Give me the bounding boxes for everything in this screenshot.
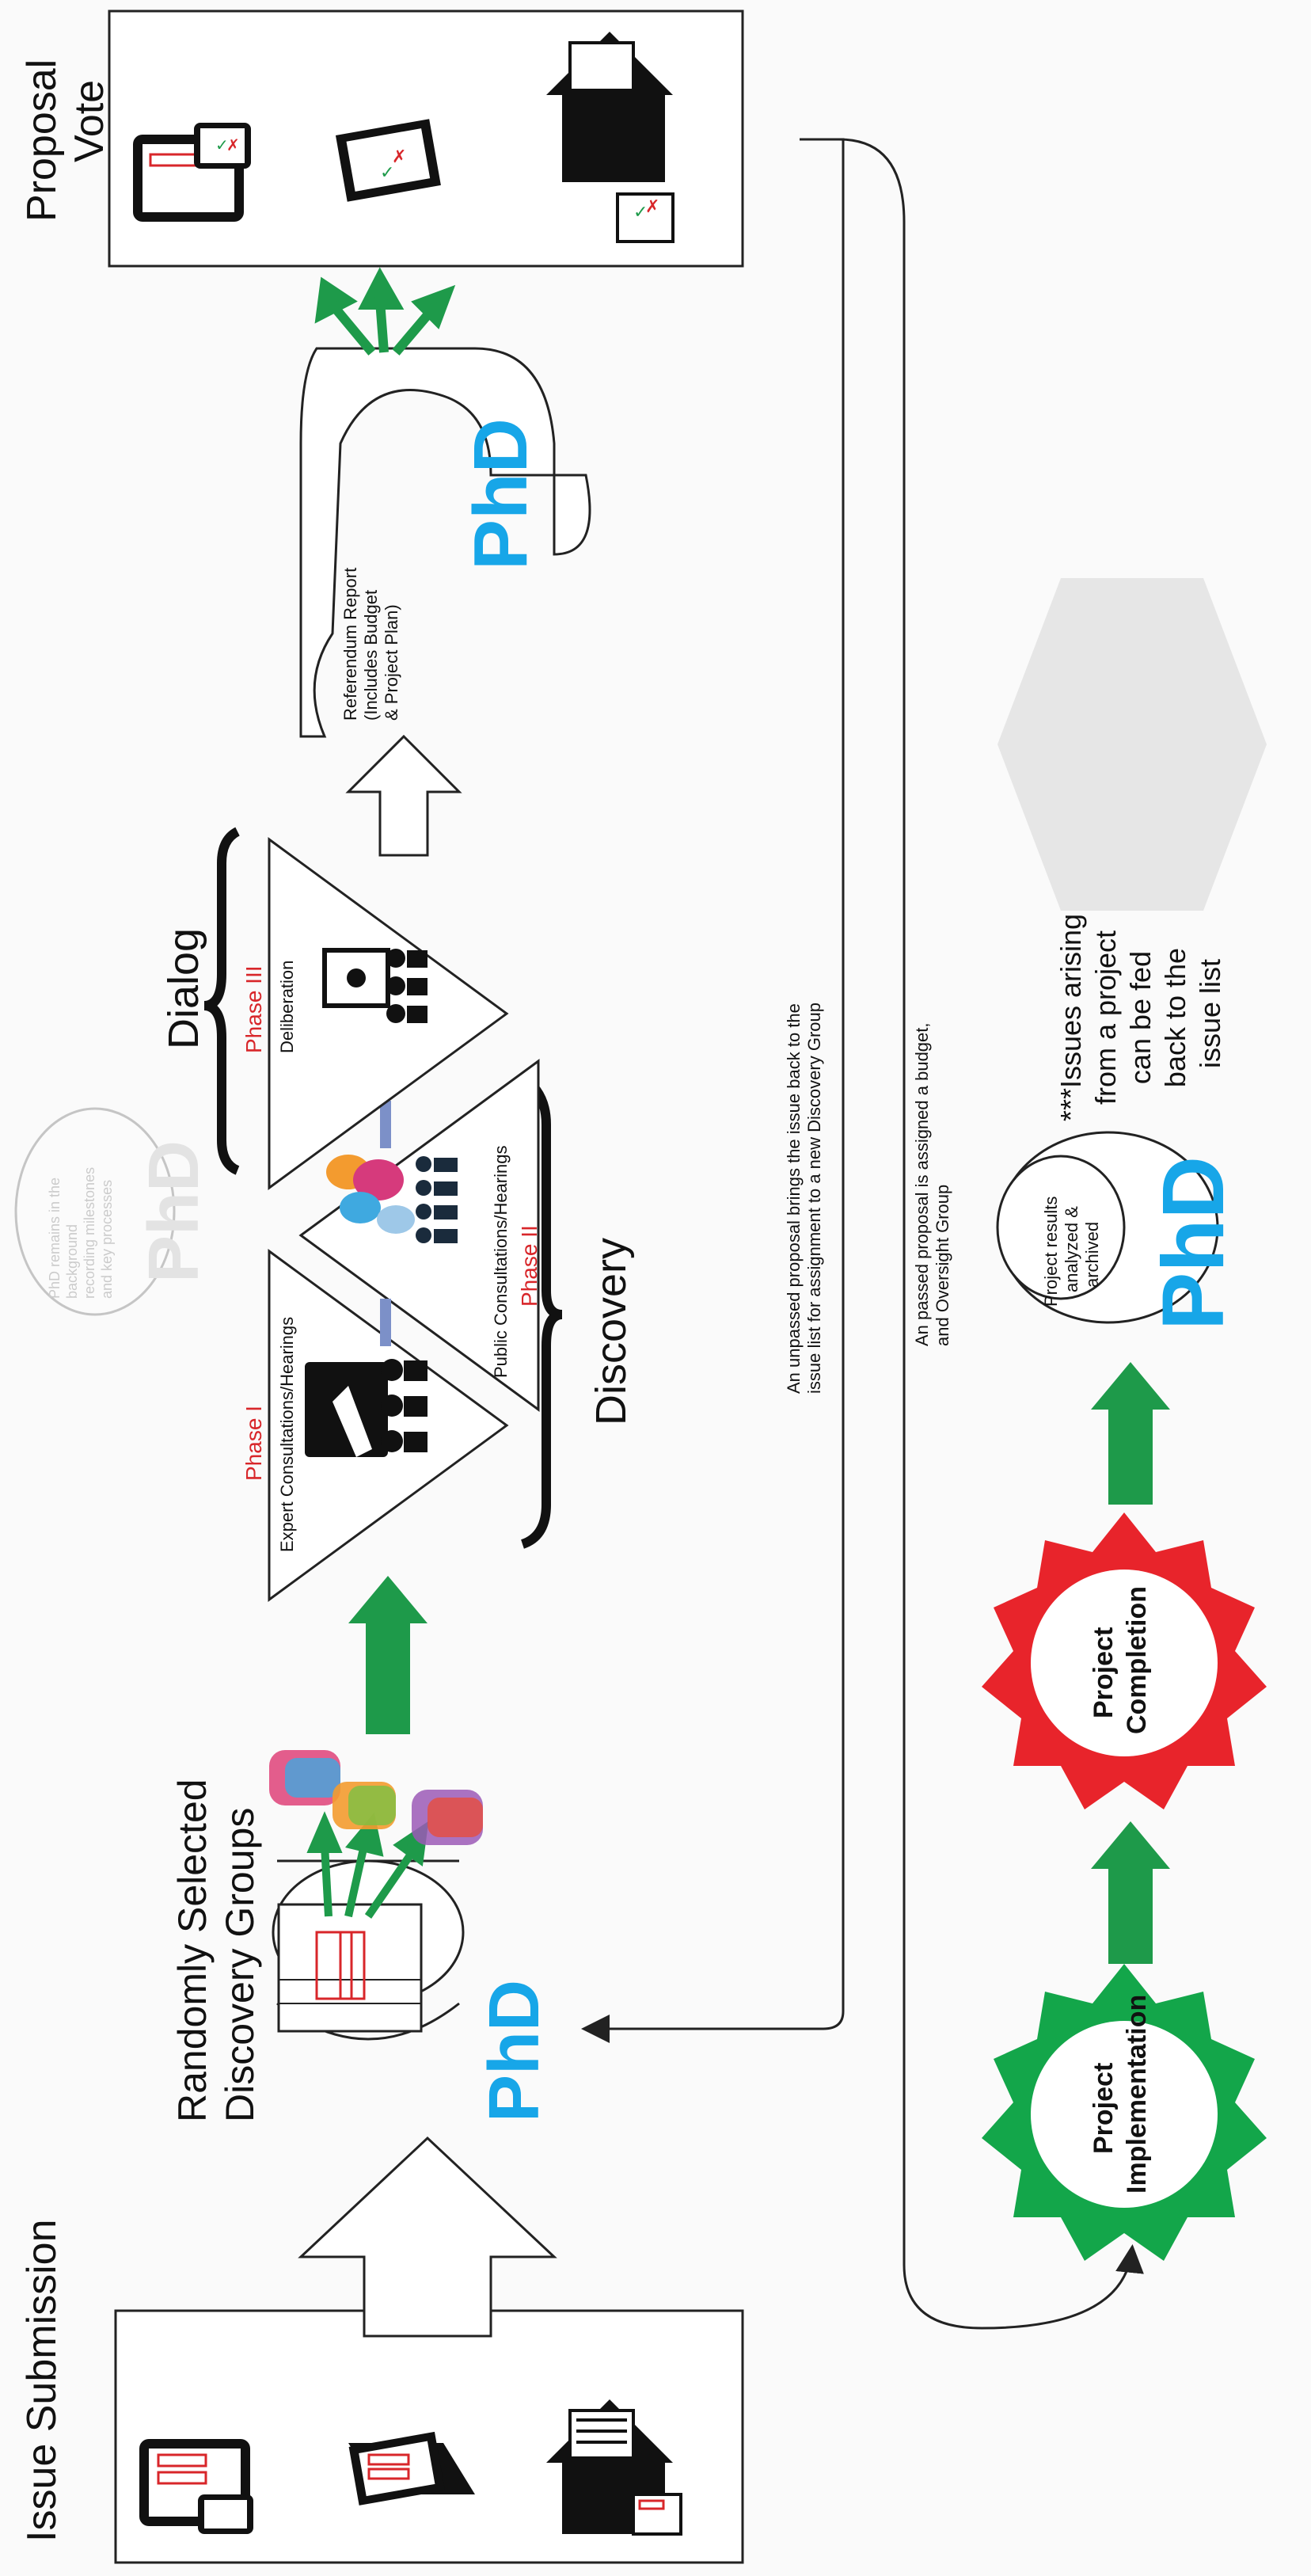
svg-text:Randomly Selected Discover: Randomly Selected Discovery Groups — [170, 1768, 262, 2122]
passed-loop-line — [838, 138, 1144, 2330]
svg-text:***Issues arising from a p: ***Issues arising from a project can be … — [1054, 906, 1226, 1121]
referendum-report-database: Referendum Report (Includes Budget & Pro… — [299, 347, 591, 738]
to-archive-arrow — [1091, 1362, 1170, 1505]
phd-logo-issue-list: PhD — [475, 1980, 554, 2122]
unpassed-note-line-1: An unpassed proposal brings the issue ba… — [784, 1003, 804, 1394]
project-implementation-badge: Project Implementation — [982, 1964, 1267, 2261]
phd-logo-report: PhD — [458, 418, 543, 570]
svg-text:PhD remains in the backg: PhD remains in the background recording … — [47, 1163, 115, 1299]
completion-line-1: Project — [1089, 1627, 1119, 1718]
project-completion-badge: Project Completion — [982, 1512, 1267, 1809]
proposal-vote-title-2: Vote — [66, 80, 112, 162]
feedback-note-line-5: issue list — [1194, 959, 1226, 1068]
archive-line-1: Project results — [1041, 1197, 1061, 1307]
dialog-title: Dialog — [160, 928, 207, 1049]
return-loop-line — [581, 138, 845, 2043]
to-discovery-arrow — [348, 1576, 428, 1734]
report-line-2: (Includes Budget — [361, 590, 381, 721]
background-note-line-4: and key processes — [99, 1180, 115, 1299]
feedback-hexagon — [998, 578, 1267, 911]
phd-logo-archive: PhD — [1145, 1156, 1242, 1330]
issue-submission-title: Issue Submission — [19, 2219, 65, 2542]
phd-logo-background: PhD — [135, 1140, 214, 1283]
phase3-caption: Deliberation — [277, 961, 297, 1053]
discovery-groups-title-2: Discovery Groups — [218, 1808, 262, 2122]
svg-text:An passed proposal is assigned: An passed proposal is assigned a budget,… — [912, 1018, 952, 1346]
phase3-label: Phase III — [241, 965, 266, 1053]
svg-text:✗: ✗ — [226, 137, 240, 154]
archive-line-2: analyzed & — [1062, 1206, 1081, 1292]
report-line-1: Referendum Report — [340, 568, 360, 721]
phd-database-archive: Project results analyzed & archived PhD — [996, 1131, 1242, 1330]
implementation-line-1: Project — [1089, 2063, 1119, 2154]
passed-note-line-1: An passed proposal is assigned a budget, — [912, 1022, 932, 1346]
passed-note-line-2: and Oversight Group — [933, 1185, 952, 1346]
discovery-title: Discovery — [587, 1238, 635, 1425]
proposal-vote-title-1: Proposal — [19, 59, 65, 222]
phase-divider-1 — [380, 1299, 391, 1346]
vote-tablet-phone-icon: ✓ ✗ — [133, 123, 251, 222]
vote-arrows — [314, 267, 456, 356]
feedback-note-line-2: from a project — [1089, 930, 1122, 1105]
feedback-note-line-3: can be fed — [1124, 951, 1157, 1084]
archive-line-3: archived — [1082, 1222, 1102, 1288]
svg-text:Project Completion: Project Completion — [1089, 1586, 1152, 1734]
svg-text:✓: ✓ — [633, 202, 648, 222]
svg-text:Referendum Report (Inclu: Referendum Report (Includes Budget & Pro… — [340, 563, 401, 721]
phase-divider-2 — [380, 1101, 391, 1148]
phase1-caption: Expert Consultations/Hearings — [277, 1317, 297, 1552]
svg-text:✗: ✗ — [392, 146, 406, 166]
phd-background-note: PhD PhD remains in the background record… — [14, 1107, 214, 1316]
people-crowd-icon — [269, 1750, 483, 1845]
to-report-arrow — [345, 734, 462, 857]
kiosk-building-icon — [546, 2399, 682, 2536]
svg-text:An unpassed proposal brings th: An unpassed proposal brings the issue ba… — [784, 999, 824, 1394]
expert-hearing-icon — [305, 1359, 428, 1457]
svg-text:✗: ✗ — [645, 196, 659, 216]
unpassed-note-line-2: issue list for assignment to a new Disco… — [804, 1003, 824, 1394]
implementation-line-2: Implementation — [1122, 1995, 1152, 2194]
vote-kiosk-icon: ✓ ✗ — [546, 32, 674, 243]
vote-laptop-icon: ✗ ✓ — [335, 119, 441, 202]
tablet-phone-icon — [139, 2439, 253, 2534]
svg-text:Proposal Vote: Proposal Vote — [19, 48, 112, 222]
phd-database-issue-list: PhD — [272, 1859, 554, 2122]
dialog-brace — [203, 827, 241, 1175]
discovery-brace — [519, 1073, 563, 1549]
feedback-note-line-4: back to the — [1159, 948, 1191, 1087]
completion-line-2: Completion — [1122, 1586, 1152, 1734]
background-note-line-1: PhD remains in the — [47, 1178, 63, 1299]
report-line-3: & Project Plan) — [382, 604, 401, 721]
svg-text:Project results analyzed: Project results analyzed & archived — [1041, 1191, 1102, 1307]
background-note-line-3: recording milestones — [82, 1167, 97, 1299]
deliberation-icon — [322, 948, 428, 1023]
phase2-caption: Public Consultations/Hearings — [491, 1146, 511, 1379]
svg-text:✓: ✓ — [380, 162, 394, 182]
background-note-line-2: background — [64, 1224, 80, 1299]
svg-text:✓: ✓ — [215, 137, 229, 154]
phase1-label: Phase I — [241, 1406, 266, 1481]
feedback-note-line-1: ***Issues arising — [1054, 914, 1087, 1121]
svg-text:Project Implementation: Project Implementation — [1089, 1995, 1152, 2194]
laptop-icon — [348, 2431, 475, 2506]
to-completion-arrow — [1091, 1821, 1170, 1964]
submission-arrow — [298, 2136, 557, 2338]
public-hearing-icon — [326, 1155, 458, 1243]
discovery-groups-title-1: Randomly Selected — [170, 1779, 215, 2122]
phase2-label: Phase II — [517, 1225, 542, 1307]
svg-text:Issue Submission: Issue Submission — [19, 2219, 65, 2542]
